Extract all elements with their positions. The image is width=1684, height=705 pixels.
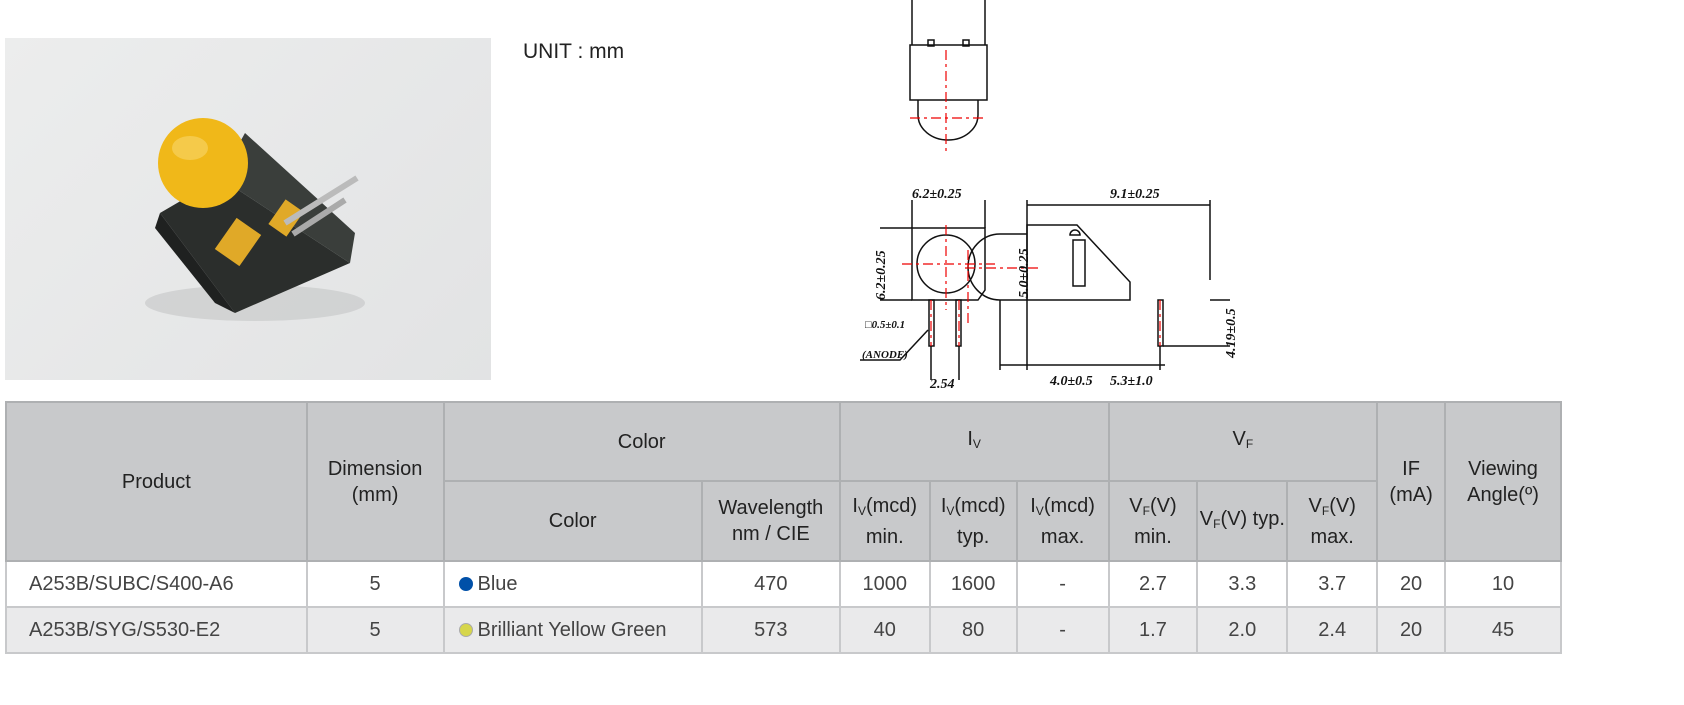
cell-iv-typ: 80 [928, 606, 1018, 654]
cell-vf-typ: 2.0 [1196, 606, 1289, 654]
cell-if: 20 [1376, 560, 1447, 608]
header-color-group: Color [442, 401, 841, 482]
header-viewing-angle: Viewing Angle(º) [1444, 401, 1562, 562]
header-iv-max: IV(mcd) max. [1015, 480, 1110, 562]
cell-angle: 10 [1444, 560, 1562, 608]
dim-side-length: 9.1±0.25 [1110, 187, 1160, 202]
dim-front-width: 6.2±0.25 [912, 187, 962, 202]
unit-label: UNIT : mm [523, 40, 625, 63]
header-iv-min: IV(mcd) min. [838, 480, 931, 562]
header-dimension: Dimension (mm) [305, 401, 445, 562]
color-dot-icon [458, 622, 473, 637]
cell-angle: 45 [1444, 606, 1562, 654]
dim-pin-pitch: 2.54 [929, 377, 955, 392]
cell-vf-min: 2.7 [1107, 560, 1199, 608]
cell-color: Brilliant Yellow Green [442, 606, 703, 654]
cell-iv-min: 40 [838, 606, 931, 654]
header-vf-max: VF(V) max. [1286, 480, 1379, 562]
cell-iv-min: 1000 [838, 560, 931, 608]
header-vf-typ: VF(V) typ. [1196, 480, 1289, 562]
dim-lens-diameter: 5.0±0.25 [1017, 248, 1032, 298]
cell-if: 20 [1376, 606, 1447, 654]
cell-iv-max: - [1015, 606, 1110, 654]
spec-table: Product Dimension (mm) Color IV VF IF (m… [5, 401, 1562, 654]
anode-label: (ANODE) [862, 349, 908, 361]
header-vf-min: VF(V) min. [1107, 480, 1199, 562]
cell-dimension: 5 [305, 606, 445, 654]
header-product: Product [5, 401, 308, 562]
cell-product: A253B/SYG/S530-E2 [5, 606, 308, 654]
cell-iv-typ: 1600 [928, 560, 1018, 608]
dimension-drawing: 6.2±0.25 6.2±0.25 □0.5±0.1 (ANODE) 2.54 … [860, 0, 1239, 392]
cell-color: Blue [442, 560, 703, 608]
dim-pin-size: □0.5±0.1 [865, 319, 905, 331]
table-row: A253B/SYG/S530-E2 5 Brilliant Yellow Gre… [5, 606, 1562, 654]
color-dot-icon [458, 576, 473, 591]
dim-front-height: 6.2±0.25 [874, 250, 889, 300]
header-wavelength: Wavelength nm / CIE [700, 480, 841, 562]
header-vf-group: VF [1107, 401, 1379, 482]
header-if: IF (mA) [1376, 401, 1447, 562]
dim-pin-height: 4.19±0.5 [1224, 308, 1239, 359]
cell-iv-max: - [1015, 560, 1110, 608]
cell-vf-max: 3.7 [1286, 560, 1379, 608]
dim-body-offset: 5.3±1.0 [1110, 374, 1153, 389]
table-row: A253B/SUBC/S400-A6 5 Blue 470 1000 1600 … [5, 560, 1562, 608]
header-iv-group: IV [838, 401, 1110, 482]
cell-wavelength: 573 [700, 606, 841, 654]
cell-vf-min: 1.7 [1107, 606, 1199, 654]
cell-dimension: 5 [305, 560, 445, 608]
cell-vf-max: 2.4 [1286, 606, 1379, 654]
product-photo [5, 38, 491, 380]
dim-lens-length: 4.0±0.5 [1049, 374, 1093, 389]
led-holder-image [145, 118, 365, 321]
cell-product: A253B/SUBC/S400-A6 [5, 560, 308, 608]
cell-wavelength: 470 [700, 560, 841, 608]
header-iv-typ: IV(mcd) typ. [928, 480, 1018, 562]
header-color: Color [442, 480, 703, 562]
cell-vf-typ: 3.3 [1196, 560, 1289, 608]
